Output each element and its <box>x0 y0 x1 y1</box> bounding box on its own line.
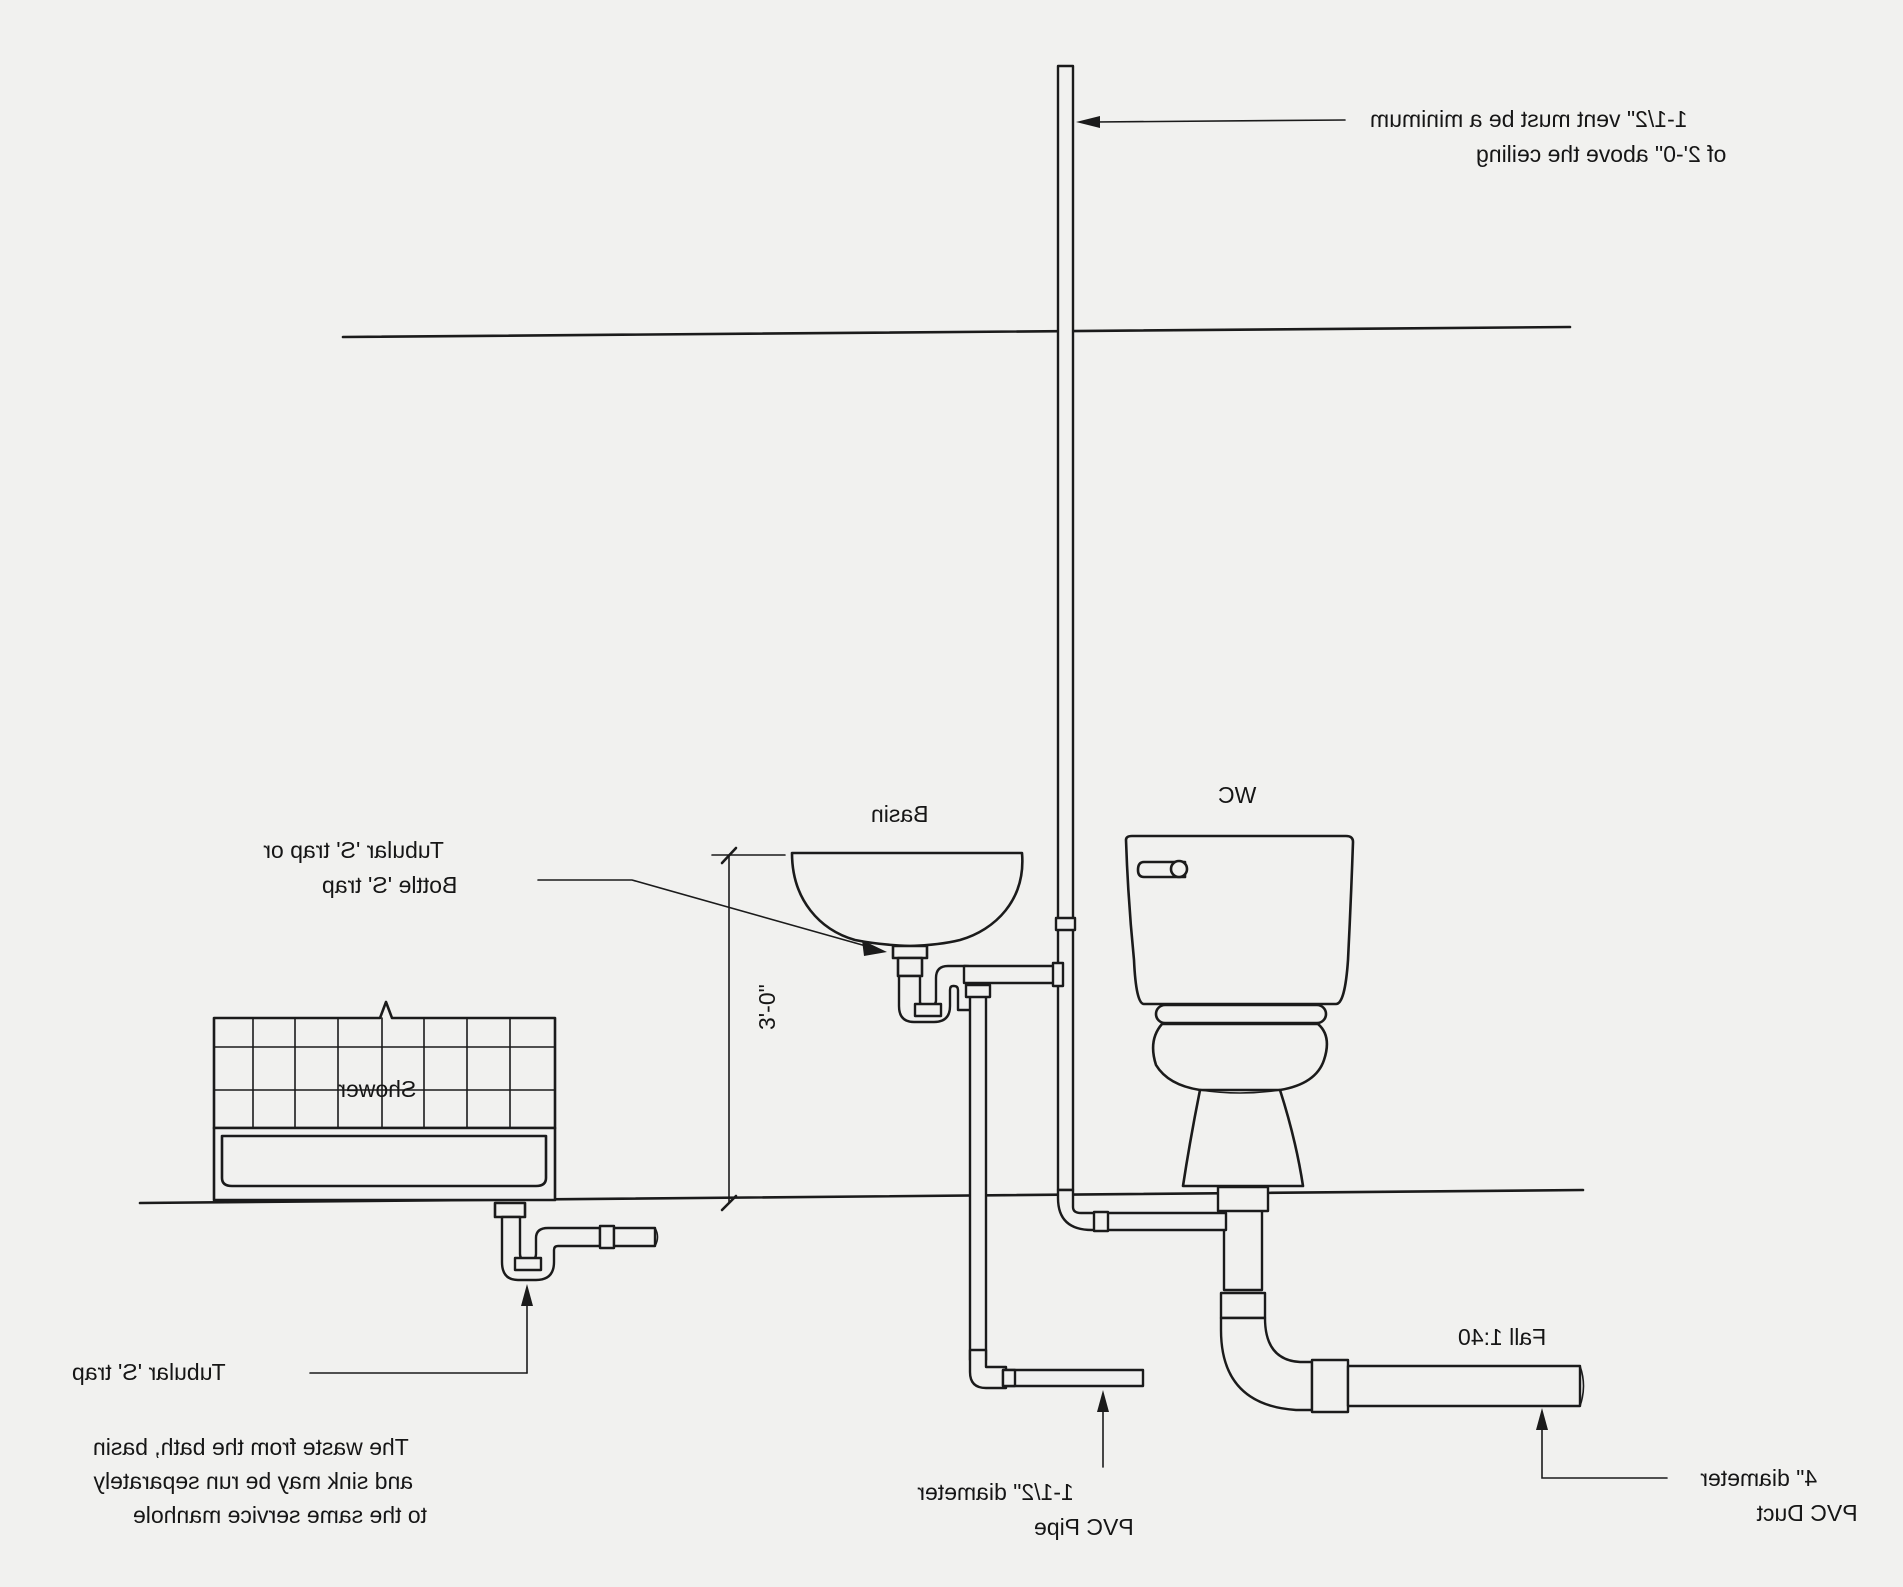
vent-leader <box>1076 116 1346 128</box>
waste-note-line-1: The waste from the bath, basin <box>93 1434 409 1460</box>
basin-trap-note: Tubular 'S' trap or Bottle 'S' trap <box>263 837 457 898</box>
waste-note-line-3: to the same service manhole <box>133 1502 427 1528</box>
wc-label: WC <box>1218 782 1256 808</box>
wc-drain <box>1216 1185 1585 1414</box>
ceiling-line <box>341 325 1572 339</box>
vent-stack <box>1056 64 1075 1192</box>
small-pipe-note-line-1: 1-1/2" diameter <box>917 1479 1074 1505</box>
large-pipe-note-line-2: PVC Duct <box>1756 1500 1858 1526</box>
waste-note: The waste from the bath, basin and sink … <box>93 1434 427 1528</box>
large-pipe-leader <box>1536 1408 1668 1479</box>
shower-s-trap <box>493 1201 659 1282</box>
basin-trap-leader <box>537 879 887 956</box>
vent-stack-foot <box>1056 1188 1228 1233</box>
shower-label: Shower <box>338 1076 416 1102</box>
basin-fixture <box>790 851 1024 978</box>
small-pipe-note: 1-1/2" diameter PVC Pipe <box>917 1479 1134 1540</box>
small-pipe-note-line-2: PVC Pipe <box>1034 1514 1134 1540</box>
vent-collar <box>1054 916 1077 932</box>
basin-waste-pipe <box>964 983 1145 1390</box>
vent-note-line-2: of 2'-0" above the ceiling <box>1476 141 1726 167</box>
vent-note-line-1: 1-1/2" vent must be a minimum <box>1370 106 1688 132</box>
basin-trap-note-line-2: Bottle 'S' trap <box>322 872 457 898</box>
basin-label: Basin <box>871 801 929 827</box>
small-pipe-leader <box>1097 1390 1109 1468</box>
basin-trap-note-line-1: Tubular 'S' trap or <box>263 837 444 863</box>
shower-fixture <box>212 1000 557 1202</box>
fall-label: Fall 1:40 <box>1458 1324 1546 1350</box>
shower-trap-leader <box>309 1284 533 1374</box>
waste-note-line-2: and sink may be run separately <box>93 1468 413 1494</box>
large-pipe-note: 4" diameter PVC Duct <box>1700 1465 1858 1526</box>
basin-vent-branch <box>962 961 1065 988</box>
dimension-label: 3'-0" <box>754 984 780 1030</box>
large-pipe-note-line-1: 4" diameter <box>1700 1465 1817 1491</box>
shower-trap-label: Tubular 'S' trap <box>72 1359 226 1385</box>
dimension-line <box>711 846 786 1212</box>
vent-note: 1-1/2" vent must be a minimum of 2'-0" a… <box>1370 106 1726 167</box>
wc-fixture <box>1124 834 1355 1188</box>
